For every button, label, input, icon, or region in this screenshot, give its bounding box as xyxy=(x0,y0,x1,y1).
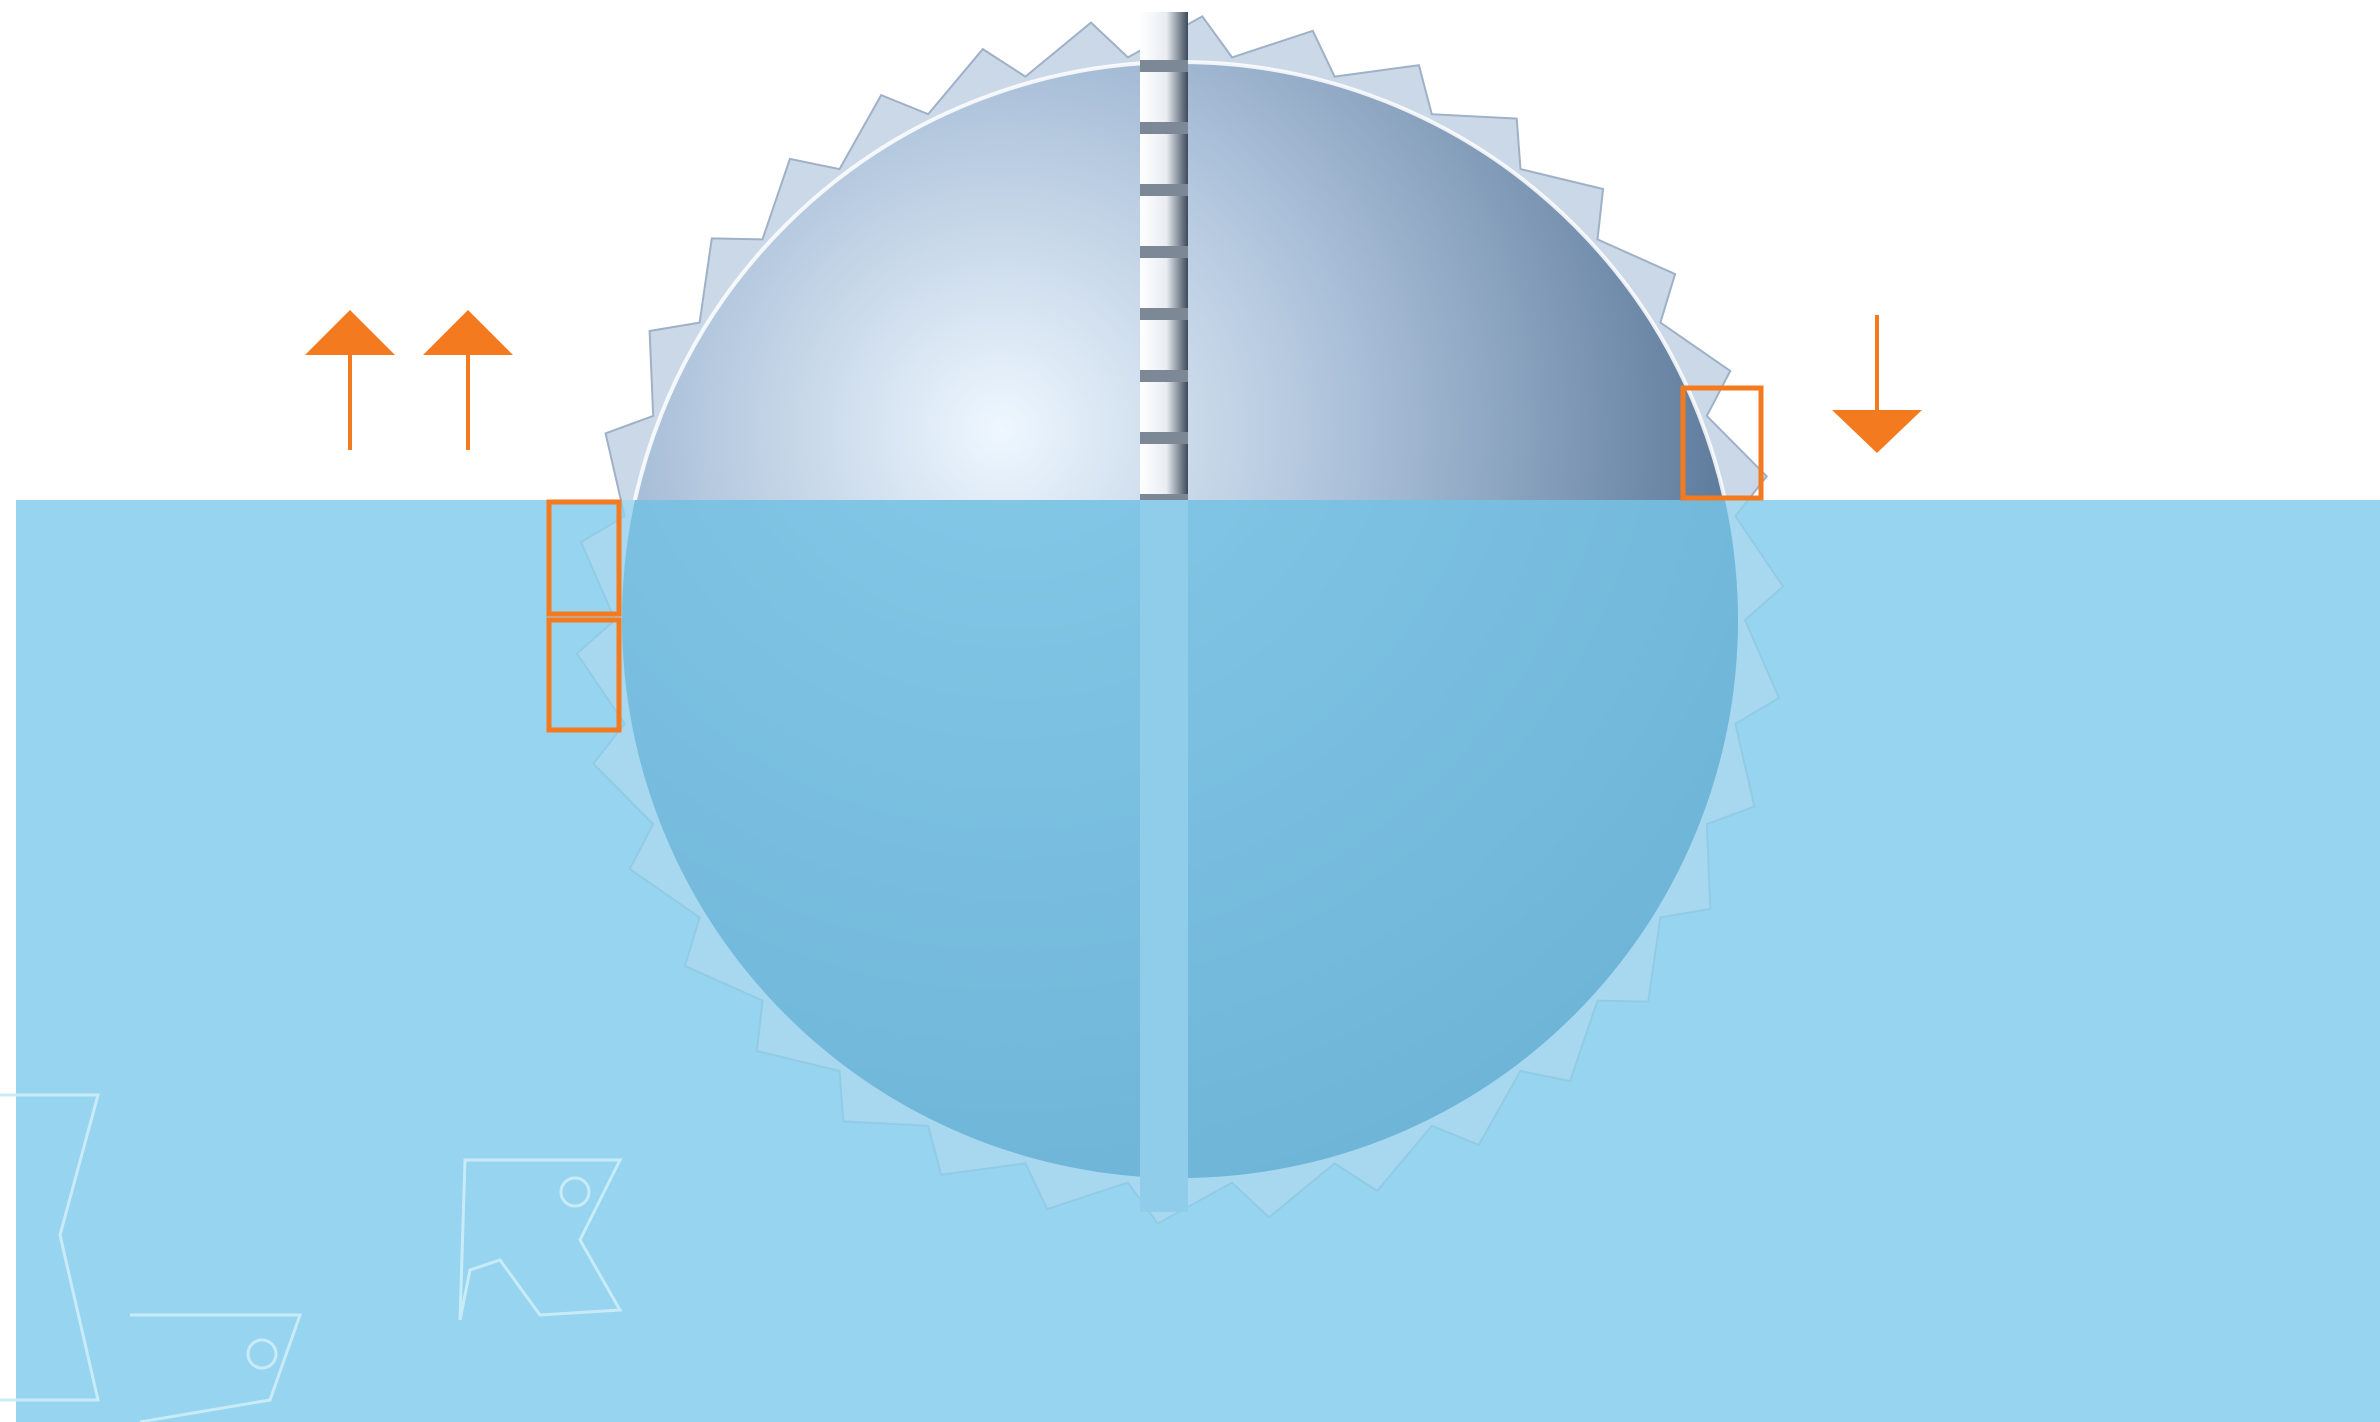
slot-step xyxy=(1140,246,1188,258)
cutter-below-surface xyxy=(575,500,1785,1225)
highlight-box xyxy=(546,617,622,733)
cutter-slot-submerged xyxy=(1140,500,1188,1212)
cutter-slot-steps xyxy=(1140,60,1188,500)
slot-step xyxy=(1140,370,1188,382)
slot-step xyxy=(1140,122,1188,134)
arrow-down-icon xyxy=(1832,315,1922,453)
arrow-up-icon xyxy=(305,310,395,450)
slot-step xyxy=(1140,60,1188,72)
slot-step xyxy=(1140,308,1188,320)
arrow-up-icon xyxy=(423,310,513,450)
highlight-boxes xyxy=(546,385,1764,733)
logo-watermark-icon xyxy=(0,1093,623,1422)
slot-step xyxy=(1140,494,1188,500)
highlight-box xyxy=(546,499,622,617)
motion-arrows xyxy=(305,310,1922,453)
cutter-above-surface xyxy=(604,12,1769,500)
slot-step xyxy=(1140,184,1188,196)
highlight-box xyxy=(1680,385,1764,501)
slot-step xyxy=(1140,432,1188,444)
